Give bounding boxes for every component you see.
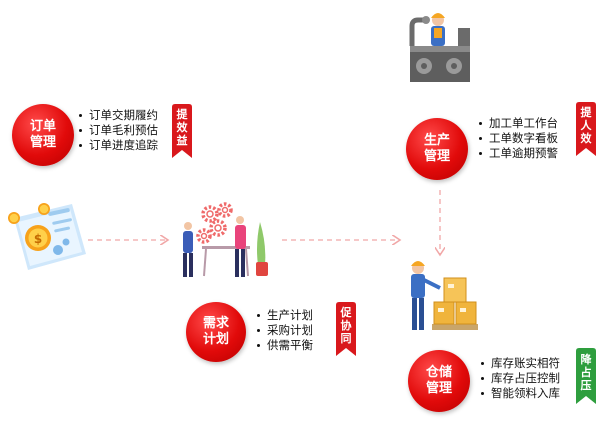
coins-phone-illustration: $: [8, 203, 86, 270]
warehouse-boxes-illustration: [411, 261, 478, 330]
warehouse-title-line2: 管理: [425, 381, 452, 396]
order-badge: 提 效 益: [172, 105, 192, 149]
badge-char: 占: [580, 365, 592, 379]
production-badge-shape: [576, 102, 596, 156]
production-items: 加工单工作台 工单数字看板 工单逾期预警: [478, 116, 558, 161]
badge-char: 人: [580, 118, 592, 132]
order-item: 订单交期履约: [78, 108, 158, 123]
production-badge: 提 人 效: [576, 103, 596, 147]
demand-item: 供需平衡: [256, 338, 313, 353]
production-item: 工单逾期预警: [478, 146, 558, 161]
order-items: 订单交期履约 订单毛利预估 订单进度追踪: [78, 108, 158, 153]
demand-item: 采购计划: [256, 323, 313, 338]
order-item: 订单进度追踪: [78, 138, 158, 153]
warehouse-badge: 降 占 压: [576, 349, 596, 395]
production-title-line1: 生产: [423, 133, 450, 148]
warehouse-title-line1: 仓储: [425, 365, 452, 380]
badge-char: 益: [176, 133, 188, 147]
production-title-line2: 管理: [423, 149, 450, 164]
badge-char: 协: [340, 318, 352, 332]
order-title-line1: 订单: [29, 119, 56, 134]
badge-char: 促: [340, 305, 352, 319]
badge-char: 同: [340, 331, 352, 345]
warehouse-items: 库存账实相符 库存占压控制 智能领料入库: [480, 356, 560, 401]
badge-char: 提: [176, 107, 188, 121]
demand-planning-circle: 需求 计划: [186, 302, 246, 362]
order-management-circle: 订单 管理: [12, 104, 74, 166]
order-item: 订单毛利预估: [78, 123, 158, 138]
factory-worker-illustration: [409, 13, 470, 82]
warehouse-management-circle: 仓储 管理: [408, 350, 470, 412]
demand-badge-shape: [336, 302, 356, 356]
demand-item: 生产计划: [256, 308, 313, 323]
warehouse-badge-shape: [576, 348, 596, 404]
team-gears-illustration: [183, 202, 268, 277]
badge-char: 效: [580, 131, 592, 145]
badge-char: 降: [580, 352, 592, 366]
demand-badge: 促 协 同: [336, 303, 356, 347]
warehouse-item: 库存占压控制: [480, 371, 560, 386]
warehouse-item: 智能领料入库: [480, 386, 560, 401]
warehouse-item: 库存账实相符: [480, 356, 560, 371]
order-title-line2: 管理: [29, 135, 56, 150]
demand-title-line2: 计划: [202, 332, 229, 347]
svg-text:$: $: [34, 232, 42, 246]
production-item: 工单数字看板: [478, 131, 558, 146]
badge-char: 提: [580, 105, 592, 119]
production-item: 加工单工作台: [478, 116, 558, 131]
demand-items: 生产计划 采购计划 供需平衡: [256, 308, 313, 353]
badge-char: 压: [580, 378, 592, 392]
badge-char: 效: [176, 120, 188, 134]
demand-title-line1: 需求: [202, 316, 229, 331]
production-management-circle: 生产 管理: [406, 118, 468, 180]
order-badge-shape: [172, 104, 192, 158]
